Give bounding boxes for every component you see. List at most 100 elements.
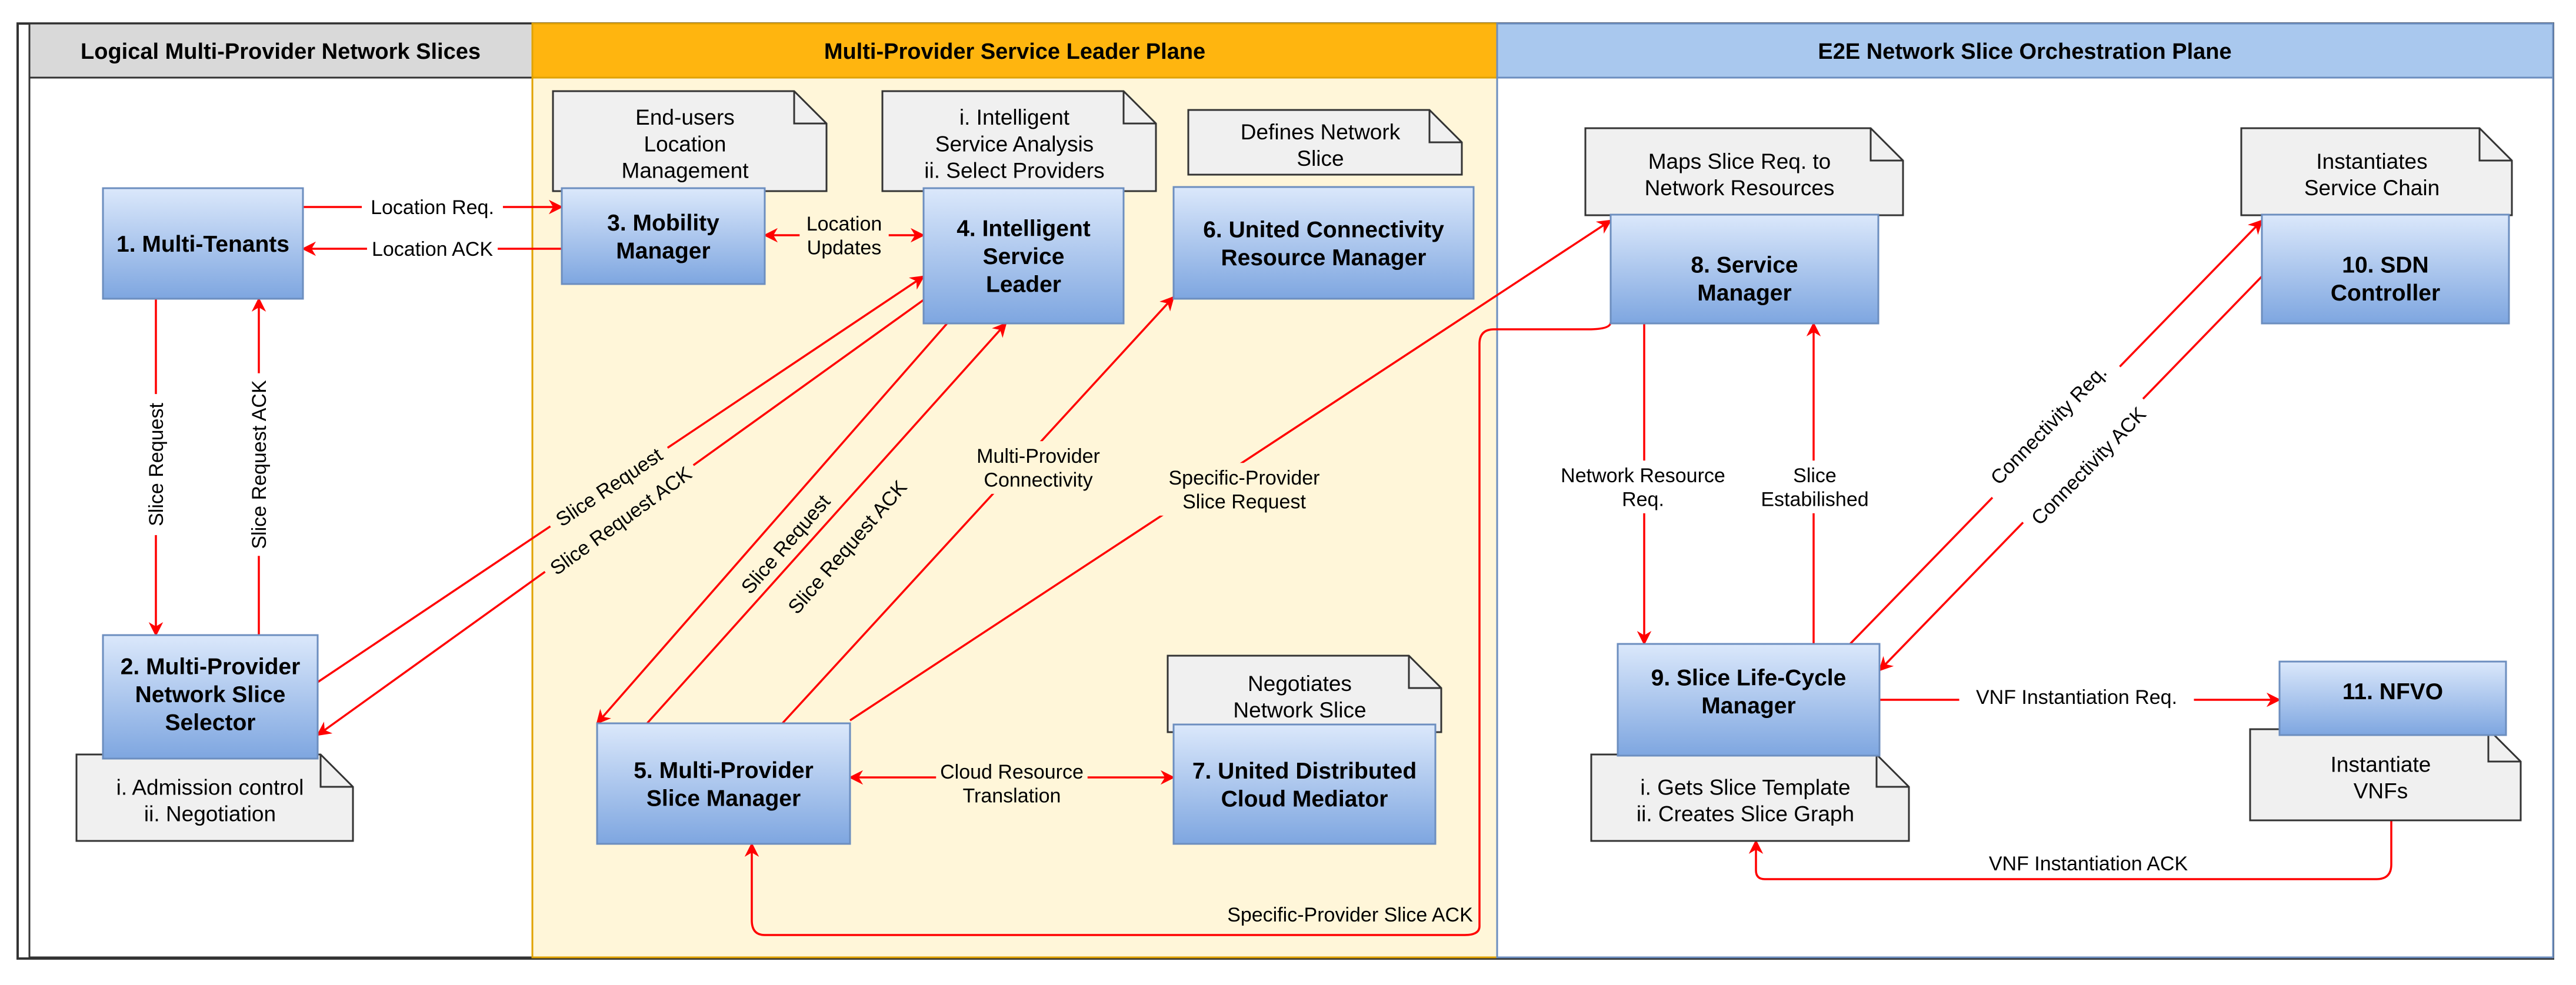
label-location-ack-text: Location ACK — [372, 238, 493, 261]
note2-fold — [319, 754, 353, 788]
label-specific-provider-slice-ack-text: Specific-Provider Slice ACK — [1227, 904, 1473, 926]
note10-shape — [2240, 127, 2513, 216]
label-cloud-resource-translation-bg — [936, 757, 1088, 810]
label-specific-provider-slice-ack: Specific-Provider Slice ACK — [1227, 904, 1473, 926]
note8-fold — [1869, 128, 1903, 162]
n4-line: Leader — [986, 272, 1061, 298]
note10-line: Service Chain — [2304, 176, 2440, 200]
note3-shape — [552, 90, 828, 192]
n10-box — [2261, 213, 2510, 325]
label-connectivity-req-bg — [1974, 349, 2122, 500]
n8-line: 8. Service — [1691, 252, 1798, 278]
plane-leader-header — [531, 22, 1498, 79]
note2-line: ii. Negotiation — [144, 802, 276, 826]
n1-node: 1. Multi-Tenants — [102, 187, 304, 300]
note9-line: i. Gets Slice Template — [1640, 775, 1850, 799]
n5-line: 5. Multi-Provider — [634, 758, 814, 783]
label-location-req-bg — [362, 192, 503, 222]
label-location-updates-text: Location — [807, 213, 882, 235]
label-slice-request-ack-1-bg — [244, 373, 274, 556]
label-specific-provider-slice-request-text: Slice Request — [1182, 491, 1306, 513]
edge-multi-provider-connectivity — [781, 296, 1175, 724]
edge-vnf-instantiation-ack — [1748, 820, 2392, 880]
label-slice-request-ack-1-text: Slice Request ACK — [248, 380, 271, 549]
note7-line: Network Slice — [1233, 698, 1366, 722]
label-slice-request-3-bg — [728, 481, 843, 607]
note10-line: Instantiates — [2316, 149, 2427, 173]
n11-line: 11. NFVO — [2342, 679, 2443, 704]
label-specific-provider-slice-request-bg — [1152, 463, 1336, 516]
n3-box — [561, 187, 766, 285]
note2-line: i. Admission control — [116, 775, 304, 799]
n1-box — [102, 187, 304, 300]
label-location-ack: Location ACK — [366, 234, 498, 263]
label-vnf-instantiation-ack-text: VNF Instantiation ACK — [1989, 853, 2188, 875]
note10-fold — [2478, 128, 2512, 162]
label-multi-provider-connectivity-bg — [962, 441, 1114, 494]
edge-slice-request-3 — [596, 322, 948, 724]
note9-fold — [1875, 754, 1909, 788]
label-cloud-resource-translation-text: Cloud Resource — [940, 761, 1084, 783]
plane-orchestration-header — [1496, 22, 2554, 79]
label-network-resource-req-text: Req. — [1622, 489, 1664, 511]
n6-line: Resource Manager — [1221, 245, 1427, 271]
n5-line: Slice Manager — [647, 786, 801, 811]
note6-line: Slice — [1297, 146, 1344, 171]
label-slice-request-1-text: Slice Request — [145, 403, 168, 526]
n2-box — [102, 634, 319, 760]
note8-line: Maps Slice Req. to — [1648, 149, 1831, 173]
n11-box — [2278, 660, 2507, 736]
edge-slice-request-ack-3 — [646, 322, 1007, 724]
note7-shape — [1167, 655, 1442, 733]
label-specific-provider-slice-request-text: Specific-Provider — [1169, 467, 1320, 489]
label-location-ack-bg — [366, 234, 498, 263]
label-slice-request-1-bg — [141, 394, 171, 535]
label-multi-provider-connectivity-text: Multi-Provider — [977, 445, 1100, 468]
label-vnf-instantiation-req: VNF Instantiation Req. — [1959, 682, 2194, 712]
note11-fold — [2487, 729, 2521, 763]
edge-specific-provider-slice-ack — [744, 322, 1612, 936]
plane-logical-header — [28, 22, 534, 79]
n10-line: Controller — [2331, 281, 2440, 306]
note8-line: Network Resources — [1645, 176, 1835, 200]
n8-box — [1609, 213, 1879, 325]
n10-line: 10. SDN — [2342, 252, 2428, 278]
label-location-req-text: Location Req. — [371, 196, 494, 219]
label-slice-request-ack-3-bg — [776, 468, 918, 626]
label-slice-established-text: Slice — [1793, 465, 1837, 487]
note2-annotation: i. Admission control ii. Negotiation — [75, 753, 354, 842]
label-network-resource-req-text: Network Resource — [1561, 465, 1725, 487]
n2-line: Selector — [165, 710, 256, 736]
note4-line: i. Intelligent — [959, 105, 1070, 129]
label-slice-request-2-bg — [542, 435, 676, 539]
n4-line: 4. Intelligent — [957, 216, 1091, 241]
n1-line: 1. Multi-Tenants — [116, 232, 289, 257]
label-vnf-instantiation-ack: VNF Instantiation ACK — [1989, 853, 2188, 875]
n7-line: Cloud Mediator — [1221, 786, 1388, 812]
note7-fold — [1408, 656, 1441, 689]
note3-line: Location — [644, 132, 727, 156]
n4-line: Service — [983, 244, 1065, 269]
n10-node: 10. SDN Controller — [2261, 213, 2510, 325]
note6-fold — [1428, 110, 1462, 143]
label-location-updates-text: Updates — [807, 237, 882, 259]
note8-annotation: Maps Slice Req. to Network Resources — [1584, 127, 1904, 216]
note4-fold — [1122, 91, 1156, 125]
note4-shape — [881, 90, 1157, 192]
note7-line: Negotiates — [1248, 672, 1352, 696]
label-vnf-instantiation-req-bg — [1959, 682, 2194, 712]
